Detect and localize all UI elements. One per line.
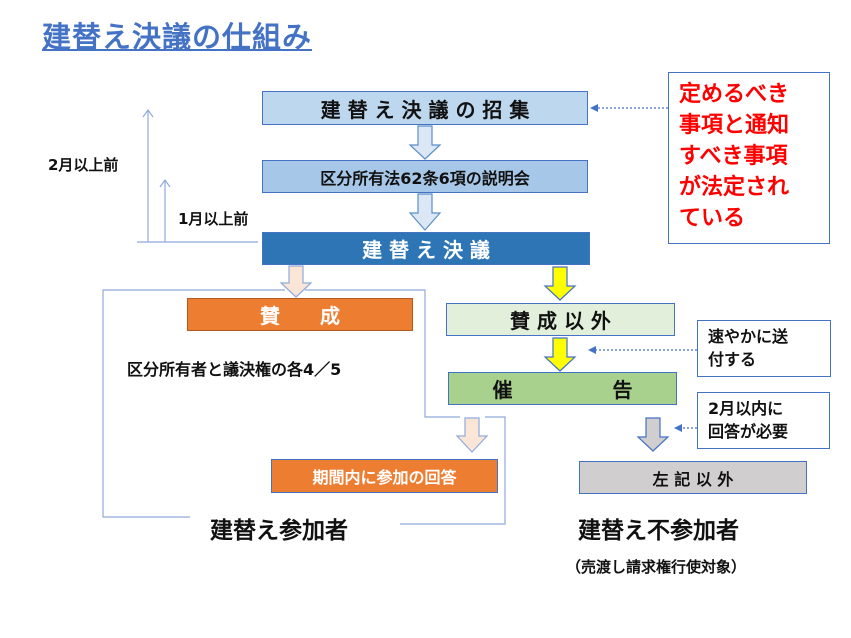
- one-month-label: 1月以上前: [178, 210, 249, 228]
- gray-arrow: [636, 417, 670, 452]
- two-months-label: 2月以上前: [48, 156, 119, 174]
- diagram-title: 建替え決議の仕組み: [42, 20, 313, 54]
- legal-matters-note: 定めるべき 事項と通知 すべき事項 が法定され ている: [668, 72, 830, 244]
- demand-box: 催 告: [448, 372, 677, 405]
- non-participants-label: 建替え不参加者: [578, 518, 739, 544]
- pointer-heads: [588, 104, 682, 432]
- note-line: 2月以内に: [708, 399, 784, 418]
- note-line: 定めるべき: [679, 82, 790, 107]
- note-line: 事項と通知: [679, 113, 790, 138]
- dotted-pointers: [594, 107, 697, 429]
- approve-arrow: [279, 265, 489, 453]
- yellow-arrow: [543, 266, 577, 372]
- resolution-box: 建 替 え 決 議: [262, 232, 590, 265]
- note-line: 回答が必要: [708, 422, 789, 441]
- participant-bracket: [102, 289, 506, 525]
- note-line: 速やかに送: [708, 327, 789, 346]
- convocation-box: 建 替 え 決 議 の 招 集: [262, 91, 588, 125]
- promptly-note: 速やかに送 付する: [697, 320, 831, 377]
- hollow-arrow: [408, 125, 442, 231]
- other-than-approve-box: 賛 成 以 外: [446, 303, 675, 336]
- note-line: が法定され: [679, 175, 790, 200]
- briefing-box: 区分所有法62条6項の説明会: [262, 160, 588, 193]
- note-line: 付する: [708, 350, 757, 369]
- majority-label: 区分所有者と議決権の各4／5: [127, 360, 342, 379]
- note-line: ている: [679, 206, 746, 231]
- timeline-lines: [137, 108, 258, 243]
- participants-label: 建替え参加者: [210, 518, 348, 544]
- approve-box: 賛 成: [187, 298, 413, 331]
- within-two-months-note: 2月以内に 回答が必要: [697, 392, 830, 449]
- note-line: すべき事項: [679, 144, 788, 169]
- others-box: 左 記 以 外: [579, 461, 807, 494]
- sale-claim-label: （売渡し請求権行使対象）: [566, 558, 747, 576]
- reply-in-period-box: 期間内に参加の回答: [271, 459, 498, 493]
